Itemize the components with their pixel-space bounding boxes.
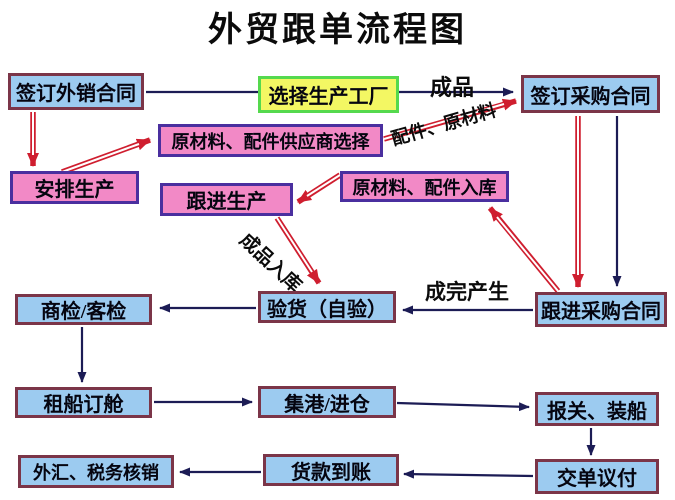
node-materials-warehouse: 原材料、配件入库 (340, 171, 509, 202)
node-present-documents: 交单议付 (535, 459, 659, 494)
edge-label-finished-generated: 成完产生 (425, 280, 509, 304)
page-title: 外贸跟单流程图 (208, 12, 467, 49)
edge-label-parts-materials: 配件、原材料 (389, 100, 499, 150)
node-supplier-selection: 原材料、配件供应商选择 (158, 124, 383, 157)
edge-label-finished-warehouse: 成品入库 (235, 229, 306, 297)
node-charter-booking: 租船订舱 (15, 387, 152, 418)
node-sign-export-contract: 签订外销合同 (8, 73, 144, 110)
node-customs-loading: 报关、装船 (535, 392, 659, 426)
node-follow-purchase-contract: 跟进采购合同 (535, 292, 667, 327)
node-inspection: 商检/客检 (15, 294, 152, 325)
edge-label-finished-product: 成品 (430, 75, 475, 100)
node-port-entry: 集港/进仓 (258, 386, 396, 418)
node-follow-production: 跟进生产 (160, 183, 293, 216)
node-sign-purchase-contract: 签订采购合同 (521, 75, 660, 113)
node-choose-factory: 选择生产工厂 (258, 76, 399, 113)
node-self-check: 验货（自验） (258, 291, 396, 323)
node-forex-tax-verification: 外汇、税务核销 (18, 455, 174, 488)
node-arrange-production: 安排生产 (10, 171, 139, 204)
node-payment-received: 货款到账 (263, 454, 399, 486)
